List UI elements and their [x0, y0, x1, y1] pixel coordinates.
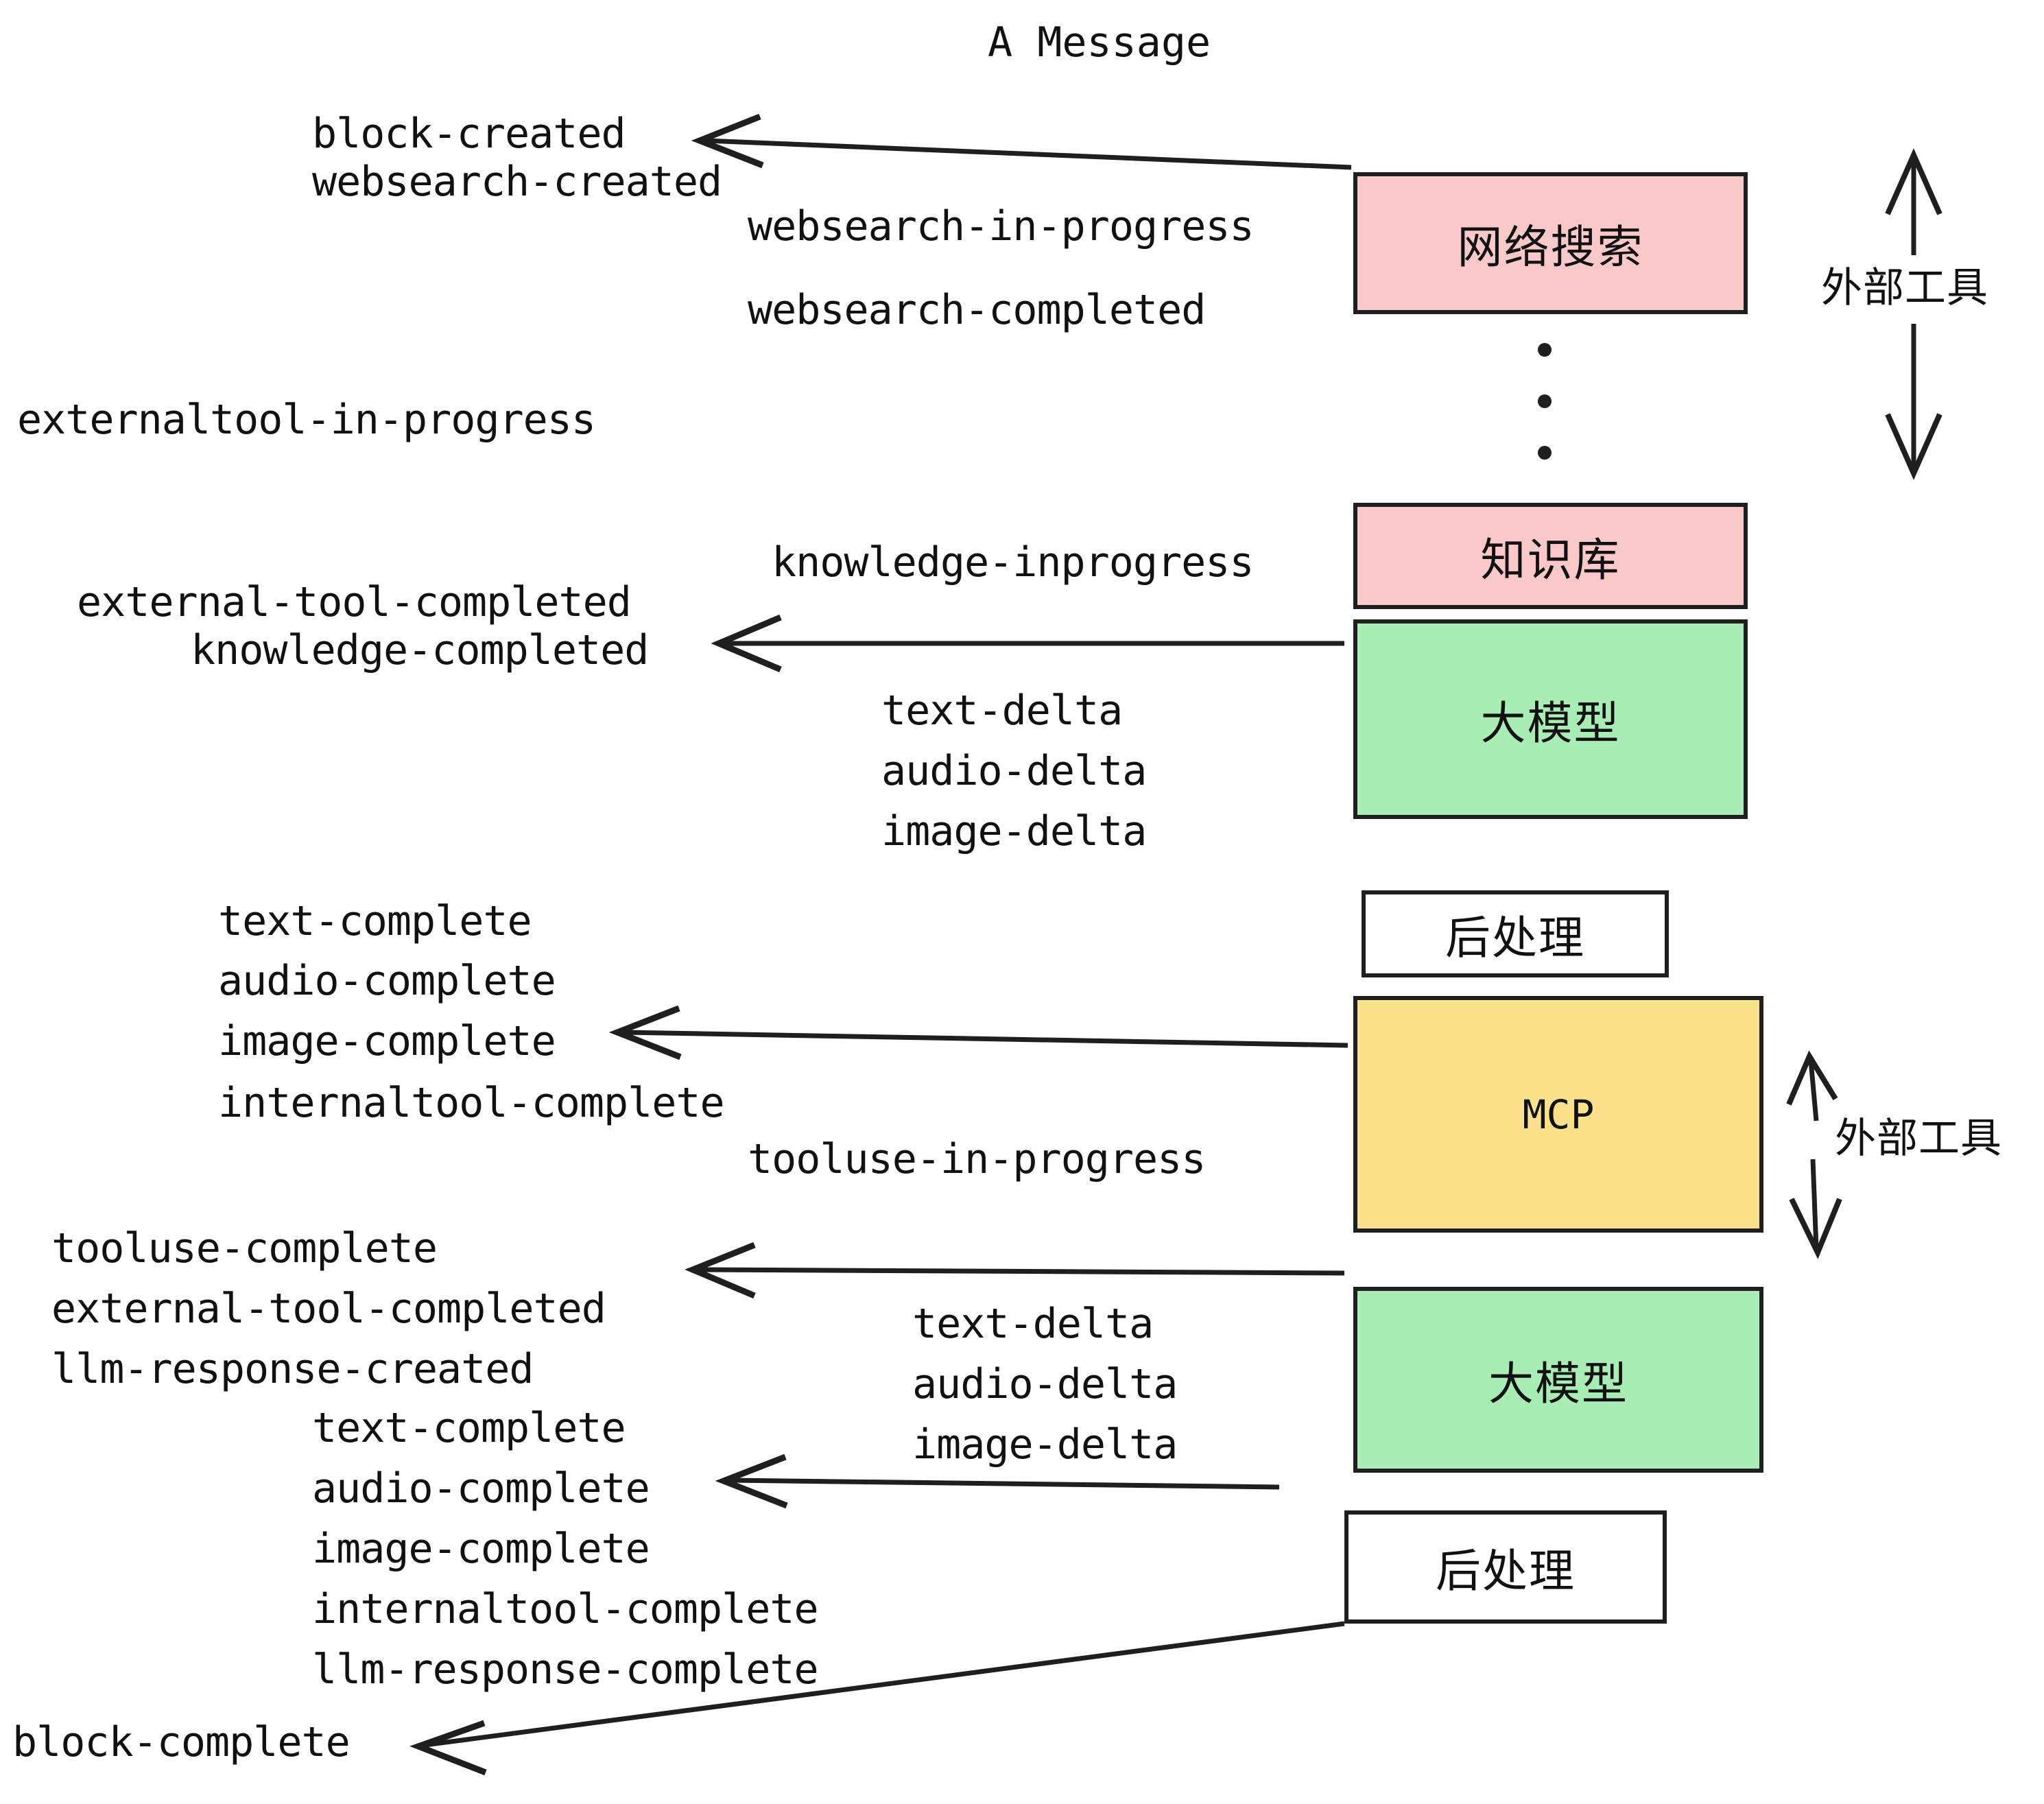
event-label-websearch-completed: websearch-completed	[748, 286, 1206, 334]
node-mcp-label: MCP	[1522, 1091, 1595, 1138]
event-label-externaltool-in-progress: externaltool-in-progress	[17, 396, 596, 444]
event-label-tooluse-in-progress: tooluse-in-progress	[748, 1135, 1206, 1183]
event-label-text-delta-first: text-delta	[881, 687, 1123, 735]
event-label-audio-delta-first: audio-delta	[881, 747, 1147, 795]
node-llm-first[interactable]: 大模型	[1353, 619, 1748, 819]
event-label-text-complete-first: text-complete	[218, 897, 532, 945]
bracket-arrow-external-tools-top-down	[1885, 324, 1942, 480]
event-label-block-created: block-created	[312, 110, 626, 158]
node-postprocess-second-label: 后处理	[1436, 1544, 1576, 1598]
event-label-external-tool-completed-first: external-tool-completed	[77, 578, 632, 626]
event-label-tooluse-complete: tooluse-complete	[51, 1224, 438, 1272]
event-label-image-delta-first: image-delta	[881, 807, 1147, 855]
event-label-knowledge-completed: knowledge-completed	[191, 626, 649, 674]
node-mcp[interactable]: MCP	[1353, 996, 1763, 1233]
event-label-internaltool-complete-first: internaltool-complete	[218, 1079, 725, 1127]
node-postprocess-second[interactable]: 后处理	[1344, 1510, 1667, 1624]
side-label-external-tools-top: 外部工具	[1821, 264, 1988, 312]
arrow-image-complete	[608, 1005, 1348, 1060]
node-websearch-label: 网络搜索	[1457, 220, 1644, 274]
event-label-audio-complete-second: audio-complete	[312, 1464, 650, 1512]
ellipsis-dot	[1538, 394, 1552, 408]
node-llm-second-label: 大模型	[1488, 1357, 1628, 1410]
node-knowledge-label: 知识库	[1480, 533, 1621, 586]
arrow-block-created	[691, 113, 1352, 170]
ellipsis-dot	[1538, 343, 1552, 357]
event-label-websearch-created: websearch-created	[312, 158, 722, 206]
node-websearch[interactable]: 网络搜索	[1353, 172, 1748, 314]
event-label-llm-response-created: llm-response-created	[51, 1345, 534, 1393]
vertical-ellipsis-icon	[1536, 343, 1553, 460]
event-label-internaltool-complete-second: internaltool-complete	[312, 1585, 819, 1633]
bracket-arrow-external-tools-bottom-down	[1789, 1159, 1842, 1259]
node-postprocess-first-label: 后处理	[1445, 911, 1585, 964]
bracket-arrow-external-tools-bottom-up	[1786, 1050, 1838, 1121]
node-postprocess-first[interactable]: 后处理	[1362, 890, 1669, 977]
event-label-block-complete: block-complete	[12, 1718, 350, 1766]
event-label-knowledge-inprogress: knowledge-inprogress	[772, 538, 1254, 586]
event-label-audio-delta-second: audio-delta	[912, 1360, 1178, 1408]
event-label-text-complete-second: text-complete	[312, 1404, 626, 1452]
event-label-llm-response-complete: llm-response-complete	[312, 1646, 819, 1694]
ellipsis-dot	[1538, 446, 1552, 460]
event-label-image-complete-first: image-complete	[218, 1017, 556, 1065]
event-label-image-delta-second: image-delta	[912, 1421, 1178, 1469]
node-knowledge[interactable]: 知识库	[1353, 503, 1748, 609]
diagram-title: A Message	[988, 19, 1211, 67]
node-llm-second[interactable]: 大模型	[1353, 1287, 1763, 1473]
event-label-external-tool-completed-second: external-tool-completed	[51, 1285, 606, 1333]
event-label-text-delta-second: text-delta	[912, 1300, 1154, 1348]
node-llm-first-label: 大模型	[1480, 696, 1621, 750]
arrow-tooluse-complete	[685, 1242, 1345, 1299]
event-label-audio-complete-first: audio-complete	[218, 957, 556, 1005]
bracket-arrow-external-tools-top-up	[1885, 148, 1942, 255]
arrow-knowledge-completed	[711, 614, 1344, 673]
side-label-external-tools-bottom: 外部工具	[1835, 1115, 2002, 1163]
event-label-websearch-in-progress: websearch-in-progress	[748, 202, 1255, 250]
event-label-image-complete-second: image-complete	[312, 1525, 650, 1573]
